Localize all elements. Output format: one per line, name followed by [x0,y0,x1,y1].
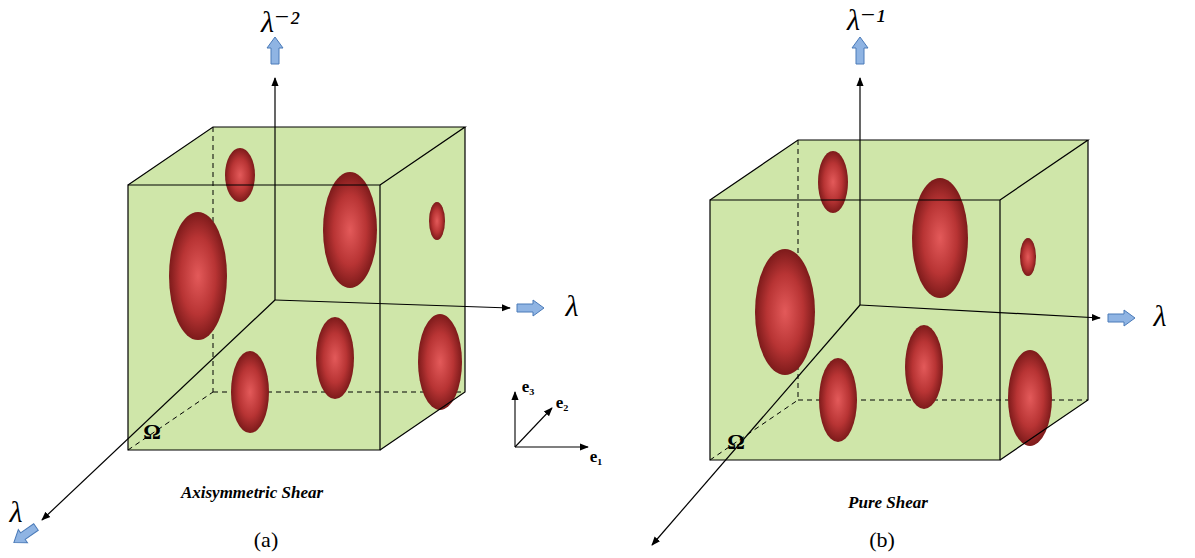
cube-a [9,37,544,549]
subfigure-label: (b) [869,529,895,551]
inclusions [169,148,462,433]
domain-symbol: Ω [143,421,161,443]
basis-vector: e₃ [522,378,535,395]
stretch-label: λ⁻² [261,7,299,37]
subfigure-label: (a) [254,529,278,551]
cube-b [652,37,1135,545]
stretch-label: λ [566,291,579,321]
domain-symbol: Ω [727,431,745,453]
basis-vector: e₂ [556,394,569,411]
stretch-label: λ [10,497,23,527]
case-caption: Pure Shear [848,494,928,511]
case-caption: Axisymmetric Shear [181,484,323,501]
coordinate-frame [515,392,588,447]
basis-vector: e₁ [590,448,603,465]
stretch-label: λ⁻¹ [847,5,885,35]
stretch-label: λ [1154,301,1167,331]
